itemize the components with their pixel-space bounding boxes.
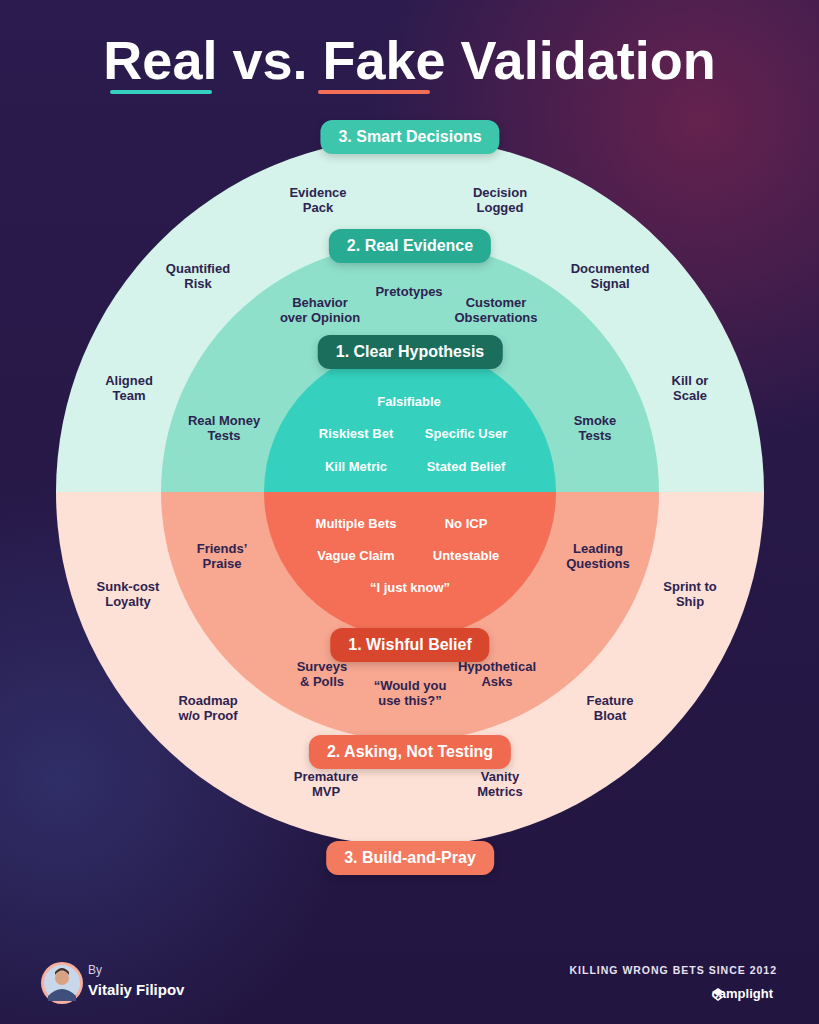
stage-pill: 1. Clear Hypothesis xyxy=(318,335,503,369)
author-prefix: By xyxy=(88,962,102,978)
ring-item: Roadmap w/o Proof xyxy=(176,693,240,723)
avatar-hair xyxy=(55,968,69,975)
stage-title: 3. Build-and-Pray xyxy=(344,849,476,867)
stage-pill: 2. Asking, Not Testing xyxy=(309,735,511,769)
avatar-ring xyxy=(41,962,83,1004)
ring-item: Falsifiable xyxy=(377,394,441,409)
ring-item: Specific User xyxy=(425,426,507,441)
diagram-title: Real vs. Fake Validation xyxy=(0,30,819,90)
ring-item: Aligned Team xyxy=(102,373,156,403)
ring-item: Leading Questions xyxy=(564,541,632,571)
title-underline xyxy=(110,90,212,94)
ring-item: Hypothetical Asks xyxy=(456,659,538,689)
ring-item: Behavior over Opinion xyxy=(278,295,362,325)
brand-name: camplight xyxy=(712,985,773,1002)
author-name: Vitaliy Filipov xyxy=(88,980,184,999)
ring-item: Quantified Risk xyxy=(164,261,232,291)
stage-title: 1. Wishful Belief xyxy=(348,636,471,654)
ring-item: Evidence Pack xyxy=(287,185,349,215)
ring-item: Customer Observations xyxy=(452,295,540,325)
stage-title: 2. Asking, Not Testing xyxy=(327,743,493,761)
title-underline xyxy=(318,90,430,94)
stage-title: 1. Clear Hypothesis xyxy=(336,343,485,361)
stage-pill: 3. Smart Decisions xyxy=(320,120,499,154)
validation-ring-bottom: Multiple Bets No ICP Vague Claim Untestable… xyxy=(264,346,556,638)
stage-pill: 2. Real Evidence xyxy=(329,229,491,263)
ring-item: Smoke Tests xyxy=(571,413,619,443)
ring-item: Stated Belief xyxy=(427,459,506,474)
ring-item: Sprint to Ship xyxy=(661,579,719,609)
ring-item: Pretotypes xyxy=(375,284,442,299)
avatar-head xyxy=(55,971,69,985)
ring-item: Premature MVP xyxy=(292,769,360,799)
ring-item: Kill or Scale xyxy=(668,373,712,403)
ring-half xyxy=(264,492,556,638)
ring-item: Documented Signal xyxy=(568,261,652,291)
ring-item: Feature Bloat xyxy=(584,693,636,723)
ring-item: Vague Claim xyxy=(317,548,394,563)
stage-pill: 1. Wishful Belief xyxy=(330,628,489,662)
stage-title: 2. Real Evidence xyxy=(347,237,473,255)
ring-item: Surveys & Polls xyxy=(295,659,349,689)
ring-item: Decision Logged xyxy=(470,185,530,215)
ring-item: No ICP xyxy=(445,516,488,531)
avatar-body xyxy=(48,989,76,1001)
ring-half xyxy=(161,492,659,741)
tagline: KILLING WRONG BETS SINCE 2012 xyxy=(569,963,777,978)
validation-ring-bottom: Sunk-cost Loyalty Sprint to ShipRoadmap w… xyxy=(56,138,764,846)
avatar-photo xyxy=(44,965,80,1001)
validation-ring-bottom: Friends’ Praise Leading QuestionsSurveys … xyxy=(161,243,659,741)
ring-half xyxy=(56,492,764,846)
ring-item: Riskiest Bet xyxy=(319,426,393,441)
ring-item: Untestable xyxy=(433,548,499,563)
ring-item: Real Money Tests xyxy=(186,413,262,443)
ring-item: Friends’ Praise xyxy=(194,541,250,571)
ring-item: Multiple Bets xyxy=(316,516,397,531)
stage-title: 3. Smart Decisions xyxy=(338,128,481,146)
stage-pill: 3. Build-and-Pray xyxy=(326,841,494,875)
ring-half xyxy=(161,243,659,492)
ring-item: Sunk-cost Loyalty xyxy=(94,579,162,609)
ring-item: “Would you use this?” xyxy=(372,678,448,708)
ring-item: Kill Metric xyxy=(325,459,387,474)
ring-item: “I just know” xyxy=(370,580,450,595)
ring-half xyxy=(56,138,764,492)
ring-item: Vanity Metrics xyxy=(474,769,526,799)
